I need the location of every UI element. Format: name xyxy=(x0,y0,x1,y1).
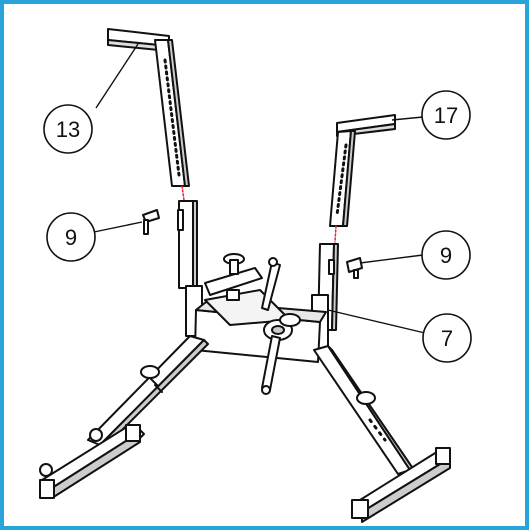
leader-9-left xyxy=(93,221,143,233)
right-foot xyxy=(351,447,451,523)
callout-9-right-label: 9 xyxy=(440,243,452,268)
callout-13-circle xyxy=(43,104,93,154)
right-handle-post xyxy=(329,114,396,227)
callout-17-circle xyxy=(421,90,471,140)
left-leg xyxy=(87,335,209,449)
left-handle-post xyxy=(107,28,190,187)
locking-pin-right xyxy=(346,257,363,279)
callout-7-label: 7 xyxy=(441,326,453,351)
leader-9-right xyxy=(359,254,424,264)
seat-adjuster xyxy=(204,253,263,301)
right-leg xyxy=(313,345,415,475)
callout-17-label: 17 xyxy=(434,103,458,128)
leader-17 xyxy=(391,116,424,121)
leader-13 xyxy=(95,43,139,109)
callout-7-circle xyxy=(422,313,472,363)
right-leg-knob xyxy=(356,391,376,405)
locking-pin-left xyxy=(142,209,160,235)
crank-assembly xyxy=(261,257,301,395)
callout-9-right-circle xyxy=(421,230,471,280)
callout-9-left-label: 9 xyxy=(65,225,77,250)
callout-9-left-circle xyxy=(46,212,96,262)
left-foot xyxy=(39,424,141,499)
central-frame xyxy=(194,289,327,363)
callout-13-label: 13 xyxy=(56,117,80,142)
leader-7 xyxy=(327,309,426,334)
left-leg-knob xyxy=(140,365,160,387)
